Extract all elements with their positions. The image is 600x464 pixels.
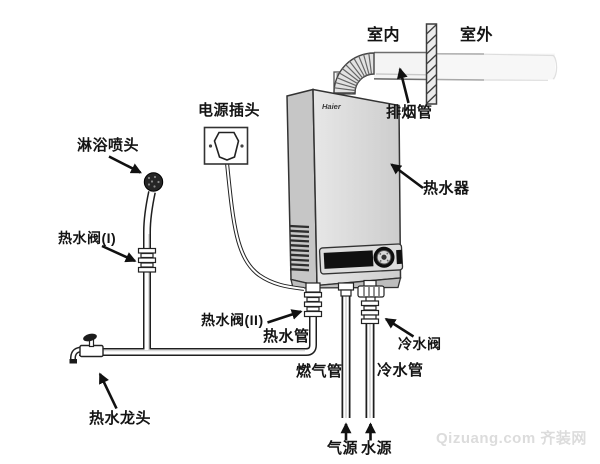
- arrow-cold-water-valve: [384, 317, 415, 338]
- arrow-hot-water-valve-2: [267, 309, 303, 324]
- label-power-plug: 电源插头: [198, 102, 261, 119]
- plug-icon: [213, 131, 240, 161]
- label-indoor: 室内: [367, 27, 401, 44]
- brand-logo: Haier: [322, 102, 342, 111]
- label-water-source: 水源: [361, 440, 393, 457]
- flue-elbow: [333, 52, 375, 95]
- cold-water-valve-icon: [357, 279, 385, 325]
- label-hot-water-valve-1: 热水阀(I): [58, 230, 117, 246]
- label-gas-source: 气源: [327, 440, 359, 457]
- arrow-shower-head: [108, 155, 142, 174]
- heater-vent-grille: [289, 224, 310, 272]
- arrow-hot-water-valve-1: [101, 244, 137, 263]
- site-watermark: Qizuang.com 齐装网: [436, 430, 587, 447]
- label-exhaust-pipe: 排烟管: [386, 104, 433, 121]
- control-panel: [318, 243, 404, 275]
- display-window: [323, 250, 374, 269]
- label-cold-water-valve: 冷水阀: [398, 336, 442, 352]
- arrow-exhaust-pipe: [396, 67, 410, 104]
- label-outdoor: 室外: [460, 27, 494, 44]
- faucet-icon: [69, 333, 104, 364]
- arrow-hot-water-faucet: [98, 372, 118, 410]
- shower-head-icon: [143, 172, 164, 192]
- wall: [425, 23, 438, 105]
- label-hot-water-valve-2: 热水阀(II): [201, 312, 264, 328]
- label-hot-water-faucet: 热水龙头: [89, 410, 152, 427]
- hot-water-valve-2-icon: [303, 282, 323, 318]
- power-socket-icon: [203, 126, 249, 165]
- pipes: [79, 191, 375, 418]
- label-shower-head: 淋浴喷头: [77, 137, 140, 154]
- power-cord: [225, 162, 305, 291]
- label-gas-pipe: 燃气管: [296, 363, 343, 380]
- annotation-arrows: [98, 67, 424, 441]
- exhaust-duct-outdoor: [435, 53, 558, 81]
- hot-water-valve-1-icon: [137, 247, 157, 273]
- label-hot-water-pipe: 热水管: [263, 328, 310, 345]
- label-water-heater: 热水器: [423, 180, 470, 197]
- gas-fitting-icon: [337, 282, 355, 297]
- label-cold-water-pipe: 冷水管: [377, 362, 424, 379]
- arrow-water-heater: [390, 163, 424, 190]
